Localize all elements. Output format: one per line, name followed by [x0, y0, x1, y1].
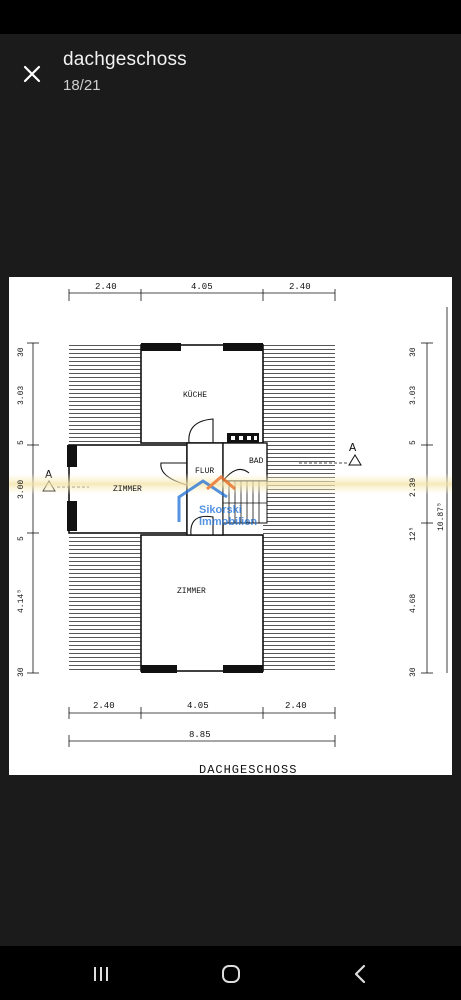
right-dim-7: 30	[409, 667, 418, 677]
window-bottom-right	[223, 665, 263, 673]
floor-plan-image[interactable]: A A 2.40 4.05 2.40 2.40 4.05 2.40 8.85 3…	[9, 277, 452, 775]
close-button[interactable]	[14, 56, 50, 92]
back-icon	[354, 964, 366, 984]
left-dim-4: 3.00	[17, 480, 26, 499]
window-top-left	[141, 343, 181, 351]
top-dim-3: 2.40	[289, 282, 311, 292]
left-dim-6: 4.14⁵	[17, 589, 26, 613]
room-label-zimmer-bottom: ZIMMER	[177, 587, 206, 596]
right-dim-4: 2.39	[409, 478, 418, 497]
window-bottom-left	[141, 665, 177, 673]
window-left-bottom	[67, 501, 77, 531]
room-label-kueche: KÜCHE	[183, 391, 207, 400]
bottom-dim-2: 4.05	[187, 701, 209, 711]
roof-slope-top-right	[263, 345, 335, 445]
floor-plan-drawing: A A 2.40 4.05 2.40 2.40 4.05 2.40 8.85 3…	[9, 282, 452, 775]
image-title: dachgeschoss	[63, 49, 187, 70]
top-dim-1: 2.40	[95, 282, 117, 292]
navigation-bar	[0, 946, 461, 1000]
home-icon	[222, 965, 240, 983]
back-button[interactable]	[343, 956, 379, 992]
right-dim-2: 3.03	[409, 386, 418, 405]
room-label-flur: FLUR	[195, 467, 214, 476]
room-label-zimmer-left: ZIMMER	[113, 485, 142, 494]
plan-caption: DACHGESCHOSS	[199, 763, 297, 775]
viewer-header: dachgeschoss 18/21	[0, 34, 461, 114]
recents-icon	[94, 967, 108, 981]
left-dim-2: 3.03	[17, 386, 26, 405]
bottom-dim-3: 2.40	[285, 701, 307, 711]
watermark-line2: Immobilien	[199, 516, 257, 528]
roof-slope-top-left	[69, 345, 141, 445]
left-dim-7: 30	[17, 667, 26, 677]
image-counter: 18/21	[63, 77, 101, 94]
left-dim-1: 30	[17, 347, 26, 357]
top-dim-2: 4.05	[191, 282, 213, 292]
room-zimmer-bottom-outline	[140, 534, 264, 672]
left-dim-5: 5	[17, 536, 26, 541]
recents-button[interactable]	[83, 956, 119, 992]
status-bar	[0, 0, 461, 34]
bottom-dim-1: 2.40	[93, 701, 115, 711]
room-label-bad: BAD	[249, 457, 264, 466]
right-dim-1: 30	[409, 347, 418, 357]
right-dim-3: 5	[409, 440, 418, 445]
close-icon	[23, 65, 41, 83]
roof-slope-bottom-right	[263, 535, 335, 671]
right-dim-5: 12⁵	[409, 527, 418, 541]
dimension-lines	[27, 289, 448, 747]
window-top-right	[223, 343, 263, 351]
watermark-line1: Sikorski	[199, 504, 242, 516]
room-kueche-outline	[140, 344, 264, 444]
roof-slope-bottom-left	[69, 535, 141, 671]
watermark-logo: Sikorski Immobilien	[177, 475, 257, 528]
total-width-dim: 8.85	[189, 730, 211, 740]
total-height-dim: 10.87⁵	[437, 502, 446, 531]
home-button[interactable]	[213, 956, 249, 992]
section-marker-right: A	[299, 441, 362, 466]
window-left-top	[67, 445, 77, 467]
left-dim-3: 5	[17, 440, 26, 445]
right-dim-6: 4.68	[409, 594, 418, 613]
chimney-openings	[231, 436, 257, 440]
section-marker-right-label: A	[349, 441, 357, 455]
